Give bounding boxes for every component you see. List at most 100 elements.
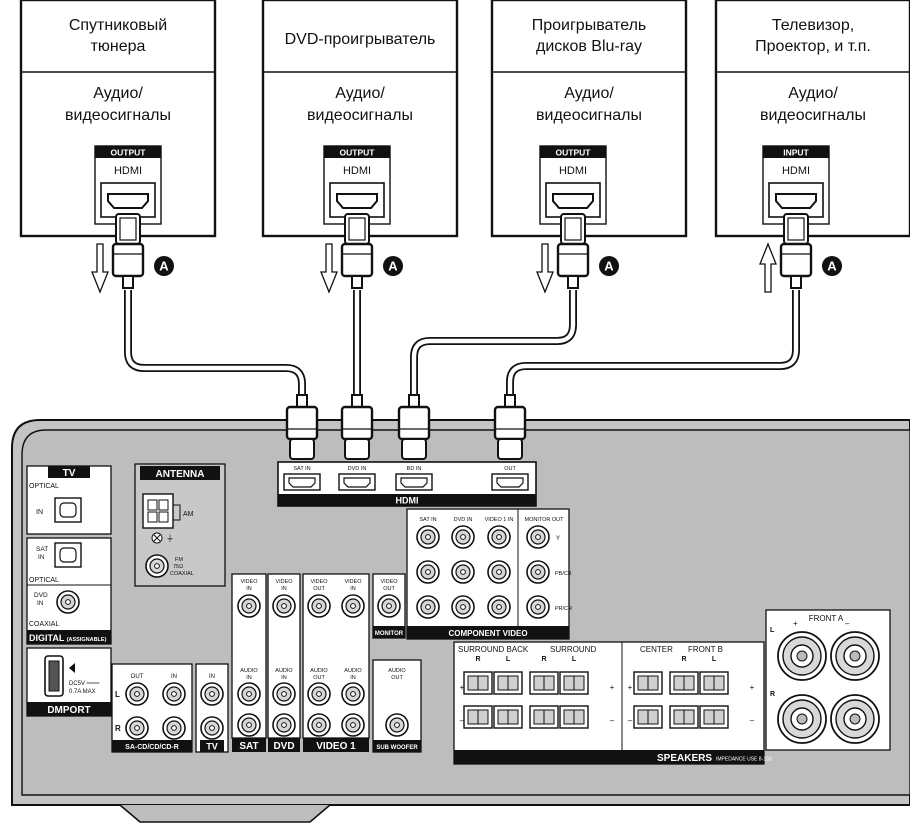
device-name-line: Проектор, и т.п.	[755, 38, 871, 55]
dmport-rating-1: DC5V ═══	[69, 681, 100, 687]
video1-audio-in-label-2: IN	[350, 675, 356, 681]
hdmi-port-label: OUT	[504, 466, 516, 472]
component-video-jack	[487, 525, 511, 549]
sacd-in-r-jack	[162, 716, 186, 740]
tv-optical-label: OPTICAL	[29, 483, 59, 490]
antenna-title: ANTENNA	[156, 469, 205, 480]
dvd-audio-label-1: AUDIO	[275, 668, 293, 674]
signal-arrow-down-icon	[320, 243, 338, 294]
video1-audio-out-r-jack	[307, 713, 331, 737]
component-video-jack	[526, 560, 550, 584]
device-name-line: тюнера	[91, 38, 146, 55]
dmport-title: DMPORT	[47, 705, 90, 716]
label-l: L	[115, 690, 120, 699]
sat-title: SAT	[239, 741, 258, 752]
monitor-video-out-jack	[377, 594, 401, 618]
callout-a-icon	[599, 256, 619, 276]
tv-audio-title: TV	[206, 742, 218, 752]
subwoofer-label-2: OUT	[391, 675, 403, 681]
speaker-polarity-label: –	[628, 716, 633, 725]
front-a-r-minus-terminal	[830, 694, 880, 744]
sat-video-label-2: IN	[246, 586, 252, 592]
digital-sat-label-2: IN	[38, 554, 45, 561]
front-a-l-minus-terminal	[830, 631, 880, 681]
fm-label-1: FM	[175, 557, 183, 563]
speaker-polarity-label: –	[460, 716, 465, 725]
digital-optical-label: OPTICAL	[29, 577, 59, 584]
sacd-section: OUT IN SA-CD/CD/CD-R L R	[111, 663, 193, 753]
speakers-section: SPEAKERS IMPEDANCE USE 8-16Ω SURROUND BA…	[453, 641, 773, 765]
video1-video-out-label-2: OUT	[313, 586, 325, 592]
digital-assignable-section: SAT IN OPTICAL DVD IN COAXIAL DIGITAL (A…	[26, 537, 112, 645]
digital-sat-label-1: SAT	[36, 546, 48, 553]
callout-label: A	[827, 259, 837, 274]
signal-arrow-up-icon	[759, 242, 777, 293]
digital-dvd-label-1: DVD	[34, 592, 48, 599]
subwoofer-out-jack	[385, 713, 409, 737]
sacd-in-label: IN	[171, 674, 177, 680]
digital-footer: DIGITAL (ASSIGNABLE)	[29, 633, 107, 643]
dvd-audio-r-jack	[272, 713, 296, 737]
callout-a-icon	[822, 256, 842, 276]
hdmi-cable-plug	[556, 212, 590, 290]
cv-row-pr: PR/CR	[555, 606, 572, 612]
component-video-jack	[451, 525, 475, 549]
device-port-direction: INPUT	[783, 148, 809, 158]
hdmi-port-label: DVD IN	[348, 466, 367, 472]
speaker-polarity-label: +	[610, 683, 615, 692]
speaker-terminal-minus	[559, 705, 589, 729]
sat-audio-label-2: IN	[246, 675, 252, 681]
digital-dvd-label-2: IN	[37, 600, 44, 607]
video1-video-in-jack	[341, 594, 365, 618]
speaker-terminal-minus	[699, 705, 729, 729]
hdmi-plug-sat	[285, 393, 319, 461]
cv-col-dvd: DVD IN	[454, 517, 473, 523]
svg-text:⏚: ⏚	[166, 534, 174, 543]
device-signal-line: видеосигналы	[307, 107, 413, 124]
device-name-line: Телевизор,	[772, 17, 854, 34]
dvd-video-label-1: VIDEO	[275, 579, 293, 585]
speaker-terminal-plus	[463, 671, 493, 695]
callout-a-icon	[154, 256, 174, 276]
speaker-channel-label: R	[541, 656, 546, 663]
front-a-plus: +	[793, 619, 798, 628]
tv-audio-section: IN TV	[195, 663, 229, 753]
surround-label: SURROUND	[550, 645, 596, 654]
antenna-section: ANTENNA AM ⏚ FM 75Ω COAXIAL	[134, 463, 226, 587]
tv-optical-in-label: IN	[36, 509, 43, 516]
tv-optical-section: TV OPTICAL IN	[26, 465, 112, 535]
front-a-label: FRONT A	[809, 614, 844, 623]
tv-audio-l-jack	[200, 682, 224, 706]
speaker-channel-label: R	[475, 656, 480, 663]
sat-video-in-jack	[237, 594, 261, 618]
dvd-coaxial-jack	[56, 590, 80, 614]
subwoofer-section: AUDIO OUT SUB WOOFER	[372, 659, 422, 753]
component-video-jack	[416, 595, 440, 619]
hdmi-port-label: SAT IN	[293, 466, 310, 472]
monitor-video-label-1: VIDEO	[380, 579, 398, 585]
label-r: R	[115, 724, 121, 733]
speakers-title: SPEAKERS	[657, 753, 712, 764]
speaker-channel-label: R	[681, 656, 686, 663]
device-port-type: HDMI	[782, 165, 810, 177]
hdmi-port-label: BD IN	[407, 466, 422, 472]
hdmi-plug-out	[493, 393, 527, 461]
speaker-polarity-label: +	[628, 683, 633, 692]
tv-optical-title: TV	[63, 468, 76, 479]
component-video-jack	[487, 560, 511, 584]
am-terminal	[142, 493, 174, 529]
speaker-terminal-plus	[669, 671, 699, 695]
video1-audio-in-r-jack	[341, 713, 365, 737]
front-a-r-plus-terminal	[777, 694, 827, 744]
device-signal-line: Аудио/	[564, 85, 614, 102]
sacd-in-l-jack	[162, 682, 186, 706]
digital-coaxial-label: COAXIAL	[29, 621, 59, 628]
sat-video-label-1: VIDEO	[240, 579, 258, 585]
speaker-terminal-plus	[529, 671, 559, 695]
hdmi-cable-plug	[779, 212, 813, 290]
callout-a-icon	[383, 256, 403, 276]
component-video-jack	[451, 595, 475, 619]
dvd-video-in-jack	[272, 594, 296, 618]
video1-audio-out-label-1: AUDIO	[310, 668, 328, 674]
